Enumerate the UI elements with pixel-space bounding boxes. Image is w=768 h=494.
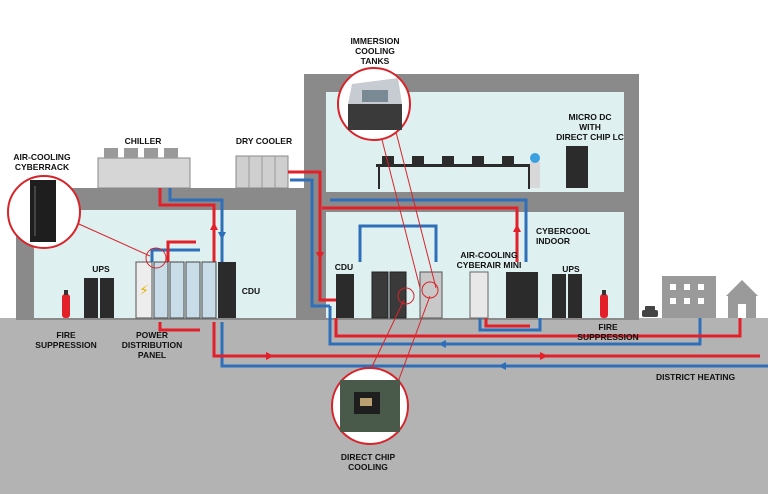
label-micro-dc: MICRO DC WITH DIRECT CHIP LC: [556, 112, 624, 142]
label-ups-right: UPS: [562, 264, 580, 274]
cyberair-mini: [469, 271, 489, 319]
label-power-distribution-panel: POWER DISTRIBUTION PANEL: [121, 330, 183, 360]
callout-target-immersion: [421, 281, 439, 299]
cybercool-indoor: [506, 272, 538, 318]
callout-immersion-tanks: [337, 67, 411, 141]
label-cybercool-indoor: CYBERCOOL INDOOR: [536, 226, 591, 246]
label-district-heating: DISTRICT HEATING: [656, 372, 736, 382]
district-buildings: [662, 276, 758, 318]
label-air-cooling-cyberrack: AIR-COOLING CYBERRACK: [13, 152, 71, 172]
hot-pipes: [158, 170, 760, 358]
label-air-cooling-cyberair-mini: AIR-COOLING CYBERAIR MINI: [456, 250, 522, 270]
office-desks: [376, 156, 532, 189]
fire-extinguisher-left: [62, 290, 70, 318]
ups-right: [552, 274, 582, 318]
micro-dc: [566, 146, 588, 188]
cdu-left: [218, 262, 236, 318]
callout-lines: [69, 131, 437, 401]
callout-target-direct-chip: [397, 287, 415, 305]
dry-cooler: [235, 155, 289, 189]
car-icon: [642, 306, 658, 317]
callout-cyberrack: [7, 175, 81, 249]
callout-direct-chip: [331, 367, 409, 445]
label-cdu-left: CDU: [241, 286, 261, 296]
power-distribution-panel: ⚡: [135, 261, 153, 319]
svg-text:⚡: ⚡: [139, 283, 149, 299]
fire-extinguisher-right: [600, 290, 608, 318]
water-cooler: [530, 153, 540, 188]
flow-arrows: [210, 222, 548, 370]
cdu-center: [336, 274, 354, 318]
label-direct-chip-cooling: DIRECT CHIP COOLING: [340, 452, 396, 472]
cold-pipes: [150, 178, 768, 368]
label-fire-suppression-left: FIRE SUPPRESSION: [35, 330, 97, 350]
label-immersion-cooling-tanks: IMMERSION COOLING TANKS: [350, 36, 400, 66]
chiller: [97, 148, 191, 189]
label-dry-cooler: DRY COOLER: [235, 136, 293, 146]
label-ups-left: UPS: [92, 264, 110, 274]
label-fire-suppression-right: FIRE SUPPRESSION: [577, 322, 639, 342]
label-chiller: CHILLER: [124, 136, 162, 146]
callout-target-cyberrack: [145, 247, 167, 269]
ups-left: [84, 278, 114, 318]
left-rack-bank: [153, 261, 217, 319]
right-building: [304, 74, 639, 320]
label-cdu-center: CDU: [334, 262, 354, 272]
